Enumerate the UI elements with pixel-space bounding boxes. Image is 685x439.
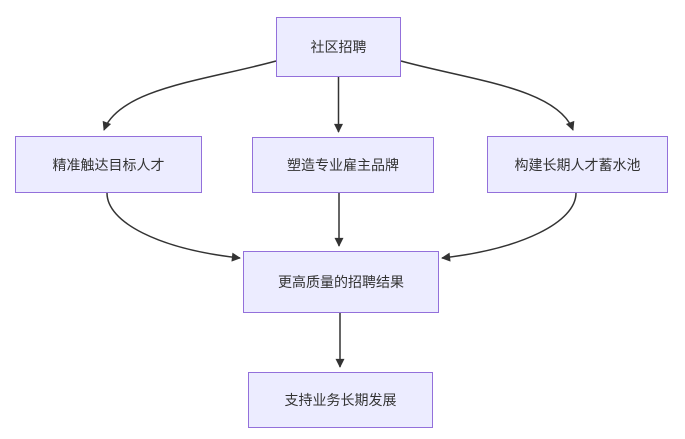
node-precise-targeting: 精准触达目标人才 — [15, 136, 202, 193]
node-talent-pool: 构建长期人才蓄水池 — [487, 136, 668, 193]
node-community-recruitment: 社区招聘 — [276, 17, 401, 77]
node-business-growth: 支持业务长期发展 — [248, 372, 433, 428]
edge-left-to-converge-arrow — [106, 192, 241, 262]
node-employer-brand-label: 塑造专业雇主品牌 — [287, 157, 399, 173]
node-precise-targeting-label: 精准触达目标人才 — [52, 156, 165, 173]
node-employer-brand: 塑造专业雇主品牌 — [252, 137, 434, 193]
node-talent-pool-label: 构建长期人才蓄水池 — [514, 156, 641, 173]
edge-root-to-right-arrow — [400, 60, 575, 131]
node-business-growth-label: 支持业务长期发展 — [284, 392, 397, 408]
edge-right-to-converge-arrow — [441, 192, 577, 262]
node-recruitment-results-label: 更高质量的招聘结果 — [278, 274, 404, 290]
edge-root-to-left-arrow — [102, 60, 277, 131]
node-community-recruitment-label: 社区招聘 — [310, 39, 367, 55]
node-recruitment-results: 更高质量的招聘结果 — [243, 251, 439, 313]
